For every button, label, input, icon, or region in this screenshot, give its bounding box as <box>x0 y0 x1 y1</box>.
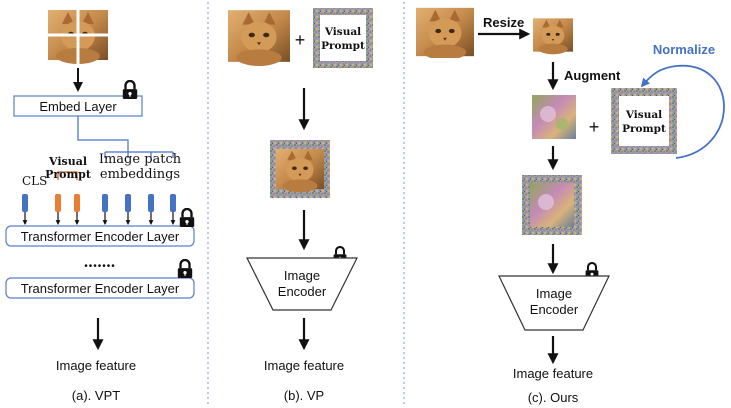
image-feature-label: Image feature <box>56 358 136 373</box>
token-row <box>22 194 176 225</box>
caption-vpt: (a). VPT <box>72 388 120 403</box>
caption-vp: (b). VP <box>284 388 324 403</box>
patch-token-2 <box>125 194 131 212</box>
patch-bracket <box>104 151 174 158</box>
encoder-layer-1-box <box>5 225 195 247</box>
lock-icon <box>121 80 139 100</box>
plus-sign: + <box>589 117 600 137</box>
lock-icon <box>178 208 196 228</box>
patch-label-2: embeddings <box>100 167 180 182</box>
panel-vp: + Visual Prompt Image Encoder Image feat… <box>228 8 373 403</box>
image-feature-label: Image feature <box>264 358 344 373</box>
patch-token-3 <box>148 194 154 212</box>
caption-ours: (c). Ours <box>528 390 579 405</box>
patched-cat-image <box>48 6 108 64</box>
lock-icon <box>176 259 194 279</box>
cat-image <box>228 10 290 66</box>
patch-token-1 <box>102 194 108 212</box>
prompt-label-1: Visual <box>625 109 662 121</box>
resized-cat-image <box>533 18 573 55</box>
cls-token <box>22 194 28 212</box>
visual-prompt-frame: Visual Prompt <box>313 8 373 68</box>
augmented-cat-image <box>532 95 576 139</box>
prompt-label-2: Prompt <box>622 123 666 135</box>
encoder-label-2: Encoder <box>530 302 579 317</box>
prompt-label-2: Prompt <box>321 40 365 52</box>
encoder-layer-2-box <box>5 277 195 299</box>
normalize-loop-arrow <box>640 65 725 159</box>
image-encoder-b <box>246 257 358 311</box>
encoder-label-1: Image <box>284 268 320 283</box>
panel-vpt: Embed Layer CLS Visual Prompt Image patc… <box>5 6 196 403</box>
image-encoder-c <box>498 275 610 331</box>
resize-label: Resize <box>483 15 524 30</box>
patch-label-1: Image patch <box>99 152 182 167</box>
prompted-augmented-image <box>522 175 582 235</box>
visual-prompt-frame: Visual Prompt <box>611 88 677 154</box>
embed-layer-label: Embed Layer <box>39 99 117 114</box>
encoder-layer-1-label: Transformer Encoder Layer <box>21 229 180 244</box>
cat-image <box>416 7 474 58</box>
image-feature-label: Image feature <box>513 366 593 381</box>
embed-connector <box>77 116 129 152</box>
plus-sign: + <box>295 30 306 50</box>
encoder-label-1: Image <box>536 286 572 301</box>
visual-prompt-label-2: Prompt <box>45 168 92 181</box>
prompt-label-1: Visual <box>324 26 361 38</box>
patch-token-4 <box>170 194 176 212</box>
visual-prompt-label-1: Visual <box>48 155 87 168</box>
panel-ours: Resize Augment + Visual Prompt Normalize <box>416 7 725 405</box>
ellipsis-dots: ••••••• <box>84 261 116 272</box>
prompt-token-2 <box>74 194 80 212</box>
encoder-layer-2-label: Transformer Encoder Layer <box>21 281 180 296</box>
prompted-cat-image <box>270 140 330 198</box>
encoder-label-2: Encoder <box>278 284 327 299</box>
prompt-bracket <box>57 171 78 180</box>
cls-label: CLS <box>22 174 47 188</box>
augment-label: Augment <box>564 68 621 83</box>
prompt-token-1 <box>55 194 61 212</box>
normalize-label: Normalize <box>653 42 715 57</box>
